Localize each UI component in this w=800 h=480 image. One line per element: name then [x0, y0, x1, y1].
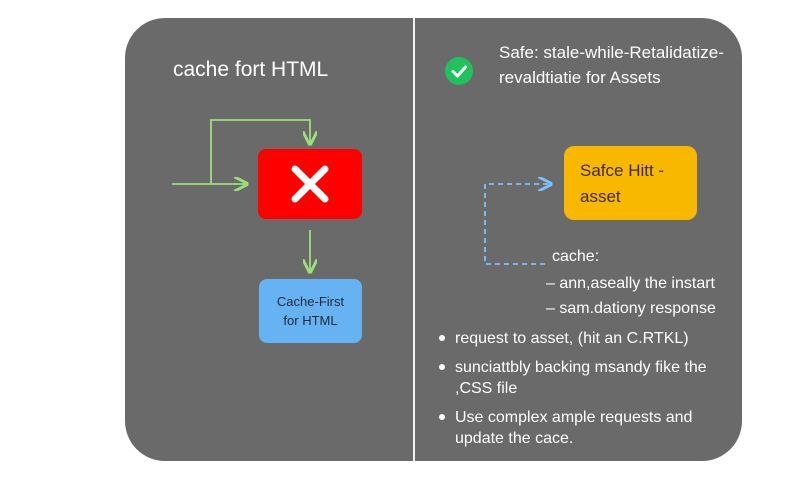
safe-hit-label-line2: asset: [580, 187, 621, 206]
check-circle-icon: [445, 57, 473, 85]
bullet-text: request to asset, (hit an C.RTKL): [455, 330, 689, 347]
safe-hit-asset-box: Safce Hitt - asset: [564, 146, 697, 220]
connectors: [172, 119, 742, 461]
bullet-dot-icon: [439, 364, 445, 370]
bullet-text: sunciattbly backing msandy fike the ,CSS…: [455, 359, 707, 397]
bullet-dot-icon: [439, 414, 445, 420]
diagram-panel: cache fort HTML Cache-First for HTML Saf…: [125, 18, 742, 461]
bullet-dot-icon: [439, 335, 445, 341]
cache-first-box: Cache-First for HTML: [259, 279, 362, 343]
cache-failed-box: [258, 149, 362, 219]
cache-list-item: – sam.dationy response: [546, 300, 716, 317]
cache-first-label-line2: for HTML: [283, 313, 338, 328]
safe-hit-label-line1: Safce Hitt -: [580, 161, 665, 180]
bullet-item: Use complex ample requests and update th…: [437, 407, 727, 449]
bullet-item: sunciattbly backing msandy fike the ,CSS…: [437, 357, 727, 399]
cache-list-item: – ann,aseally the instart: [546, 275, 715, 292]
dashed-arrow: [484, 184, 549, 265]
panel-divider: [413, 18, 415, 461]
cache-list: – ann,aseally the instart – sam.dationy …: [546, 271, 716, 321]
loop-arrow: [210, 119, 310, 184]
right-title: Safe: stale-while-Retalidatize-revaldtia…: [499, 43, 724, 87]
bullet-text: Use complex ample requests and update th…: [455, 409, 693, 447]
cache-first-label-line1: Cache-First: [276, 294, 345, 309]
bullet-item: request to asset, (hit an C.RTKL): [437, 328, 727, 349]
cache-label: cache:: [552, 248, 600, 265]
bullet-list: request to asset, (hit an C.RTKL) suncia…: [437, 328, 727, 457]
left-title: cache fort HTML: [173, 58, 329, 81]
x-icon: [291, 165, 329, 203]
